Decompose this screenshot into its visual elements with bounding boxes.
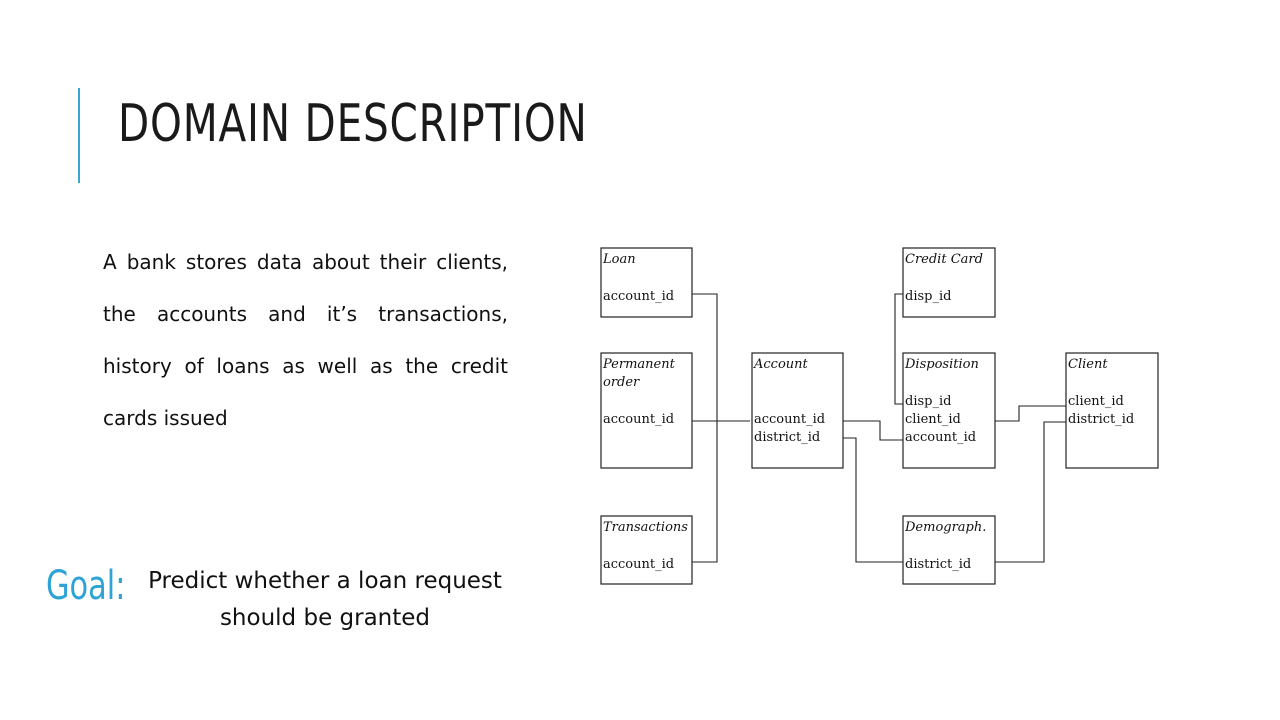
table-disposition-field: disp_id <box>905 394 951 409</box>
table-transactions-title: Transactions <box>603 520 688 535</box>
table-transactions: Transactions account_id <box>600 515 693 585</box>
edge-demograph-client <box>985 421 1066 563</box>
table-demograph-title: Demograph. <box>904 520 986 535</box>
table-credit-card-field: disp_id <box>905 289 951 304</box>
table-credit-card: Credit Card disp_id <box>902 247 996 318</box>
table-client-field: district_id <box>1068 412 1134 427</box>
table-account-title: Account <box>753 357 809 372</box>
table-account-field: district_id <box>754 430 820 445</box>
table-permanent-order-title-line2: order <box>603 375 640 390</box>
table-permanent-order-title-line1: Permanent <box>602 357 676 372</box>
table-loan: Loan account_id <box>600 247 693 318</box>
goal-text: Predict whether a loan request should be… <box>148 568 502 631</box>
table-demograph: Demograph. district_id <box>902 515 996 585</box>
edge-disposition-client <box>985 405 1066 422</box>
table-client-field: client_id <box>1068 394 1124 409</box>
table-credit-card-title: Credit Card <box>905 252 983 267</box>
table-loan-title: Loan <box>602 252 636 267</box>
edge-loan-account <box>685 293 718 421</box>
table-client: Client client_id district_id <box>1065 352 1159 469</box>
edge-creditcard-disposition <box>894 293 903 405</box>
title-accent-bar <box>78 88 80 183</box>
table-disposition-field: client_id <box>905 412 961 427</box>
table-demograph-field: district_id <box>905 557 971 572</box>
slide-title: DOMAIN DESCRIPTION <box>118 94 588 154</box>
table-disposition: Disposition disp_id client_id account_id <box>902 352 996 469</box>
table-disposition-title: Disposition <box>904 357 979 372</box>
edge-transactions-account <box>685 421 718 563</box>
table-client-title: Client <box>1068 357 1108 372</box>
domain-description: A bank stores data about their clients, … <box>103 250 508 430</box>
table-permanent-order: Permanent order account_id <box>600 352 693 469</box>
goal-label: Goal: <box>46 563 126 609</box>
table-disposition-field: account_id <box>905 430 976 445</box>
edge-account-demograph <box>832 437 903 563</box>
table-account-field: account_id <box>754 412 825 427</box>
table-account: Account account_id district_id <box>751 352 844 469</box>
table-permanent-order-field: account_id <box>603 412 674 427</box>
edge-account-disposition <box>832 420 903 441</box>
table-transactions-field: account_id <box>603 557 674 572</box>
table-loan-field: account_id <box>603 289 674 304</box>
schema-connectors <box>685 293 1066 563</box>
